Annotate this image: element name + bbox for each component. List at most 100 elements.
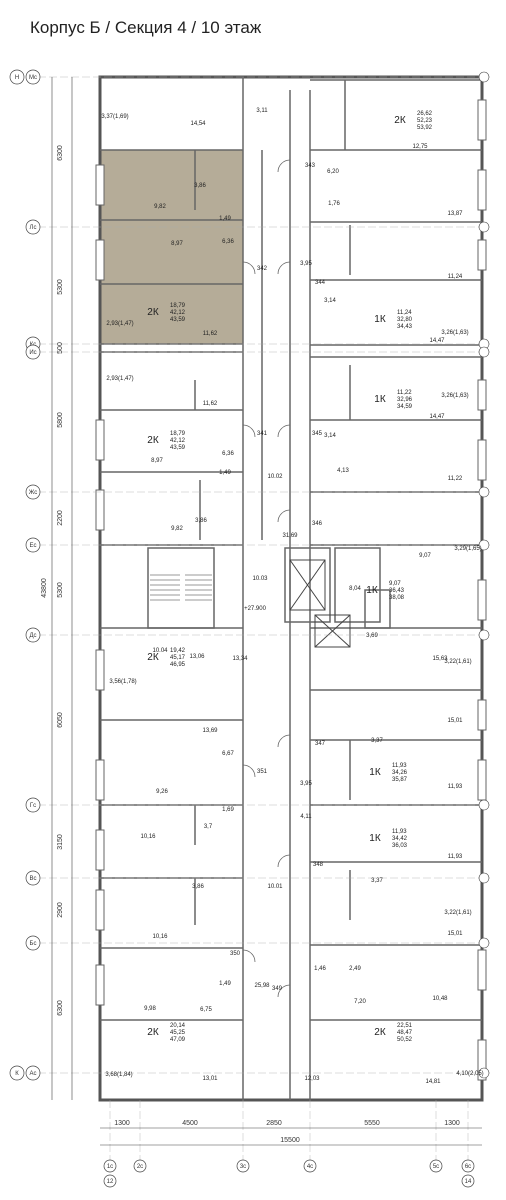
room-label-38: 31,69 — [282, 533, 298, 539]
apartment-type-a2: 1К — [374, 314, 386, 325]
axis-bubble-row-v — [25, 870, 41, 886]
apartment-type-a11: 2К — [374, 1027, 386, 1038]
room-label-18: 2,93(1,47) — [106, 321, 133, 327]
room-label-65: 348 — [313, 862, 324, 868]
axis-label-row-zh: Жс — [29, 490, 38, 496]
room-label-43: +27.900 — [244, 606, 267, 612]
axis-col-label-c5: 5с — [433, 1164, 439, 1170]
room-label-1: 14,54 — [190, 121, 206, 127]
dim-total: 43800 — [41, 578, 48, 598]
elevator-shafts — [289, 559, 351, 648]
selected-apartment-highlight[interactable] — [100, 150, 243, 344]
axis-label-row-v: Вс — [29, 876, 36, 882]
room-label-3: 12,75 — [412, 144, 428, 150]
room-label-75: 25,98 — [254, 983, 270, 989]
room-label-68: 10.01 — [267, 884, 283, 890]
axis-bubble-right-row-i — [478, 346, 490, 358]
room-label-49: 3,56(1,78) — [109, 679, 136, 685]
apartment-area-a9-0: 11,93 — [392, 829, 407, 835]
room-label-70: 10,16 — [152, 934, 168, 940]
apartment-area-a5-0: 18,79 — [170, 431, 186, 437]
dim-left-3: 5800 — [57, 412, 64, 428]
apartment-type-a4: 1К — [374, 394, 386, 405]
room-label-59: 3,95 — [300, 781, 312, 787]
axis-bubble-row-e — [25, 537, 41, 553]
apartment-area-a8-2: 35,87 — [392, 777, 408, 783]
room-label-79: 6,75 — [200, 1007, 212, 1013]
apartment-area-a11-2: 50,52 — [397, 1037, 413, 1043]
room-label-19: 11,62 — [203, 331, 218, 337]
room-label-83: 13,01 — [202, 1076, 218, 1082]
axis-bubble-right-row-v — [478, 872, 490, 884]
room-label-29: 6,36 — [222, 451, 234, 457]
axis-bubble-right-row-d — [478, 629, 490, 641]
axis-col-label2-c6: 14 — [465, 1179, 472, 1185]
axis-col-label-c1: 1с — [107, 1164, 113, 1170]
room-label-31: 4,13 — [337, 468, 349, 474]
axis-label-row-g: Гс — [30, 803, 36, 809]
room-label-27: 345 — [312, 431, 323, 437]
room-label-17: 3,14 — [324, 298, 336, 304]
room-label-76: 1,49 — [219, 981, 231, 987]
dimension-lines — [51, 77, 482, 1146]
row-axis-markers: МсНЛсКсИсЖсЕсДсГсВсБсАсК — [9, 69, 490, 1081]
dim-bottom-total: 15500 — [280, 1137, 300, 1144]
room-label-86: 4,10(2,05) — [456, 1071, 483, 1077]
apartment-type-a10: 2К — [147, 1027, 159, 1038]
room-label-24: 3,26(1,63) — [441, 393, 468, 399]
room-label-26: 341 — [257, 431, 268, 437]
room-label-22: 2,93(1,47) — [106, 376, 133, 382]
apartment-area-a10-2: 47,09 — [170, 1037, 186, 1043]
apartment-area-a11-0: 22,51 — [397, 1023, 413, 1029]
apartment-area-a4-2: 34,59 — [397, 404, 413, 410]
room-label-25: 14,47 — [429, 414, 445, 420]
apartment-area-a7-0: 19,42 — [170, 648, 186, 654]
room-label-82: 3,68(1,84) — [105, 1072, 132, 1078]
axis-col-label-c2: 2с — [137, 1164, 143, 1170]
room-label-78: 9,98 — [144, 1006, 156, 1012]
room-label-12: 343 — [305, 163, 316, 169]
axis-bubble-right-row-e — [478, 539, 490, 551]
apartment-area-a10-1: 45,25 — [170, 1030, 186, 1036]
room-label-32: 11,22 — [448, 476, 463, 482]
room-label-0: 3,37(1,69) — [101, 114, 128, 120]
axis-bubble-row-zh — [25, 484, 41, 500]
apartment-area-a1-0: 26,62 — [417, 111, 433, 117]
room-label-51: 15,01 — [447, 718, 463, 724]
apartment-area-a3-1: 42,12 — [170, 310, 186, 316]
room-label-74: 2,49 — [349, 966, 361, 972]
room-label-36: 9,82 — [171, 526, 183, 532]
dim-bottom-0: 1300 — [114, 1120, 130, 1127]
axis-col-label2-c1: 12 — [107, 1179, 114, 1185]
dim-bottom-1: 4500 — [182, 1120, 198, 1127]
apartment-type-a3: 2К — [147, 307, 159, 318]
room-label-40: 9,07 — [419, 553, 431, 559]
room-label-58: 9,26 — [156, 789, 168, 795]
axis-label-row-n: Мс — [29, 75, 37, 81]
room-label-21: 14,47 — [429, 338, 445, 344]
apartment-area-a11-1: 48,47 — [397, 1030, 413, 1036]
room-label-45: 10.04 — [152, 648, 168, 654]
room-label-14: 1,76 — [328, 201, 340, 207]
apartment-area-a2-0: 11,24 — [397, 310, 412, 316]
room-label-48: 15,63 — [432, 656, 448, 662]
dim-left-5: 5300 — [57, 582, 64, 598]
axis-col-bubble-c1 — [103, 1159, 117, 1173]
apartment-area-a10-0: 20,14 — [170, 1023, 186, 1029]
room-label-42: 8,04 — [349, 586, 361, 592]
apartment-area-a3-2: 43,59 — [170, 317, 186, 323]
apartment-area-a9-2: 36,03 — [392, 843, 408, 849]
room-label-23: 11,62 — [203, 401, 218, 407]
axis-col-bubble-c2 — [133, 1159, 147, 1173]
room-label-9: 8,97 — [171, 241, 183, 247]
apartment-area-a5-2: 43,59 — [170, 445, 186, 451]
room-labels: 2К26,6252,2353,921К11,2432,8034,432К18,7… — [101, 108, 483, 1085]
dimension-labels: 6300530050058002200530060503150290063004… — [41, 145, 460, 1144]
room-label-33: 10.02 — [267, 474, 283, 480]
apartment-area-a1-2: 53,92 — [417, 125, 433, 131]
room-label-4: 13,87 — [447, 211, 463, 217]
dim-left-9: 6300 — [57, 1000, 64, 1016]
axis-label-left-row-n: Н — [15, 75, 19, 81]
